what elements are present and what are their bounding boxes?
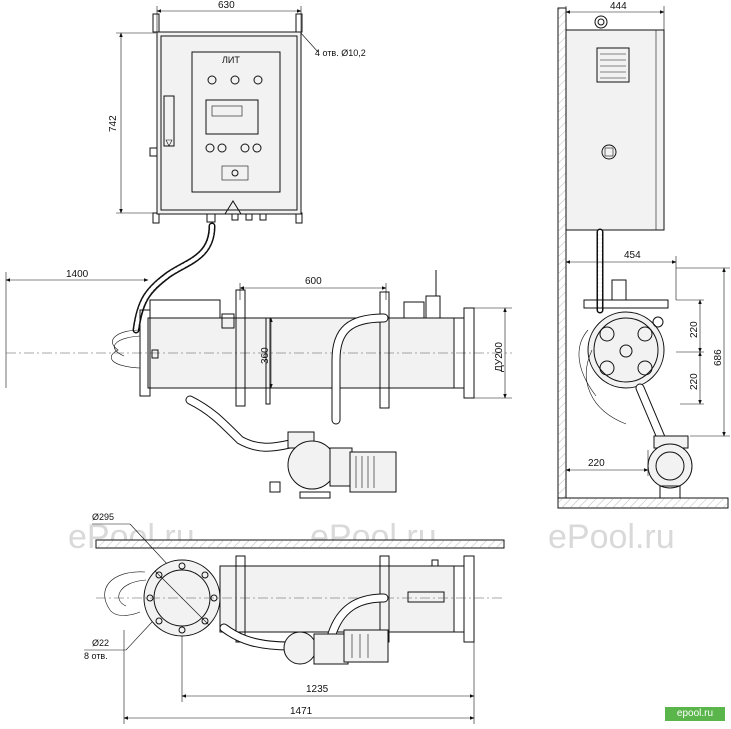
dim-cabinet-width: 630: [218, 0, 235, 11]
dim-flange-dn: ДУ200: [494, 342, 505, 372]
dim-total-height: 686: [713, 349, 724, 366]
indicator-lamp-1: [207, 75, 217, 85]
dim-upper-offset: 220: [689, 321, 700, 338]
controller-display: [205, 99, 259, 135]
dim-inlet-offset: 1400: [66, 269, 89, 280]
watermark-right: ePool.ru: [548, 518, 675, 556]
watermark-left: ePool.ru: [68, 518, 195, 556]
dim-total-length: 1471: [290, 706, 313, 717]
dim-side-depth: 454: [624, 250, 641, 261]
pump-side-view: [647, 443, 693, 489]
lifting-eye: [594, 15, 608, 29]
pump-top-view: [283, 631, 317, 665]
watermark-layer: ePool.ru ePool.ru ePool.ru: [68, 518, 675, 556]
panel-brand: ЛИТ: [222, 55, 240, 65]
dim-lower-offset: 220: [689, 373, 700, 390]
label-mount-holes: 4 отв. Ø10,2: [315, 48, 366, 58]
uv-reactor-front: 1400 600 360 ДУ200: [5, 269, 512, 409]
label-flange-diameter: Ø295: [92, 512, 114, 522]
indicator-lamp-3: [253, 75, 263, 85]
dim-floor-offset: 220: [588, 458, 605, 469]
watermark-center: ePool.ru: [310, 518, 437, 556]
reactor-end-view: [587, 311, 665, 389]
control-cabinet-front: 630 742 4 отв. Ø10,2 ЛИТ: [108, 0, 366, 224]
indicator-lamp-5: [217, 143, 227, 153]
label-bolt-holes: Ø22: [92, 638, 109, 648]
dim-side-width: 444: [610, 1, 627, 12]
indicator-lamp-2: [230, 75, 240, 85]
pump-motor-top: [343, 629, 389, 663]
main-switch-icon: [231, 169, 239, 177]
vent-grille: [596, 47, 630, 83]
dim-pump-length: 1235: [306, 684, 329, 695]
dim-cabinet-height: 742: [108, 115, 119, 132]
site-badge: epool.ru: [665, 707, 725, 721]
label-bolt-holes-count: 8 отв.: [84, 651, 108, 661]
indicator-lamp-4: [205, 143, 215, 153]
indicator-lamp-6: [240, 143, 250, 153]
dim-body-height: 360: [260, 347, 271, 364]
top-view: Ø295 Ø22 8 отв.: [84, 512, 505, 724]
rotary-switch-icon: [601, 144, 617, 160]
indicator-lamp-7: [252, 143, 262, 153]
pump-front: [269, 431, 397, 499]
side-view: 444 454: [557, 1, 730, 509]
pump-motor: [349, 451, 397, 493]
flexible-cable: [132, 222, 216, 334]
dim-support-span: 600: [305, 276, 322, 287]
